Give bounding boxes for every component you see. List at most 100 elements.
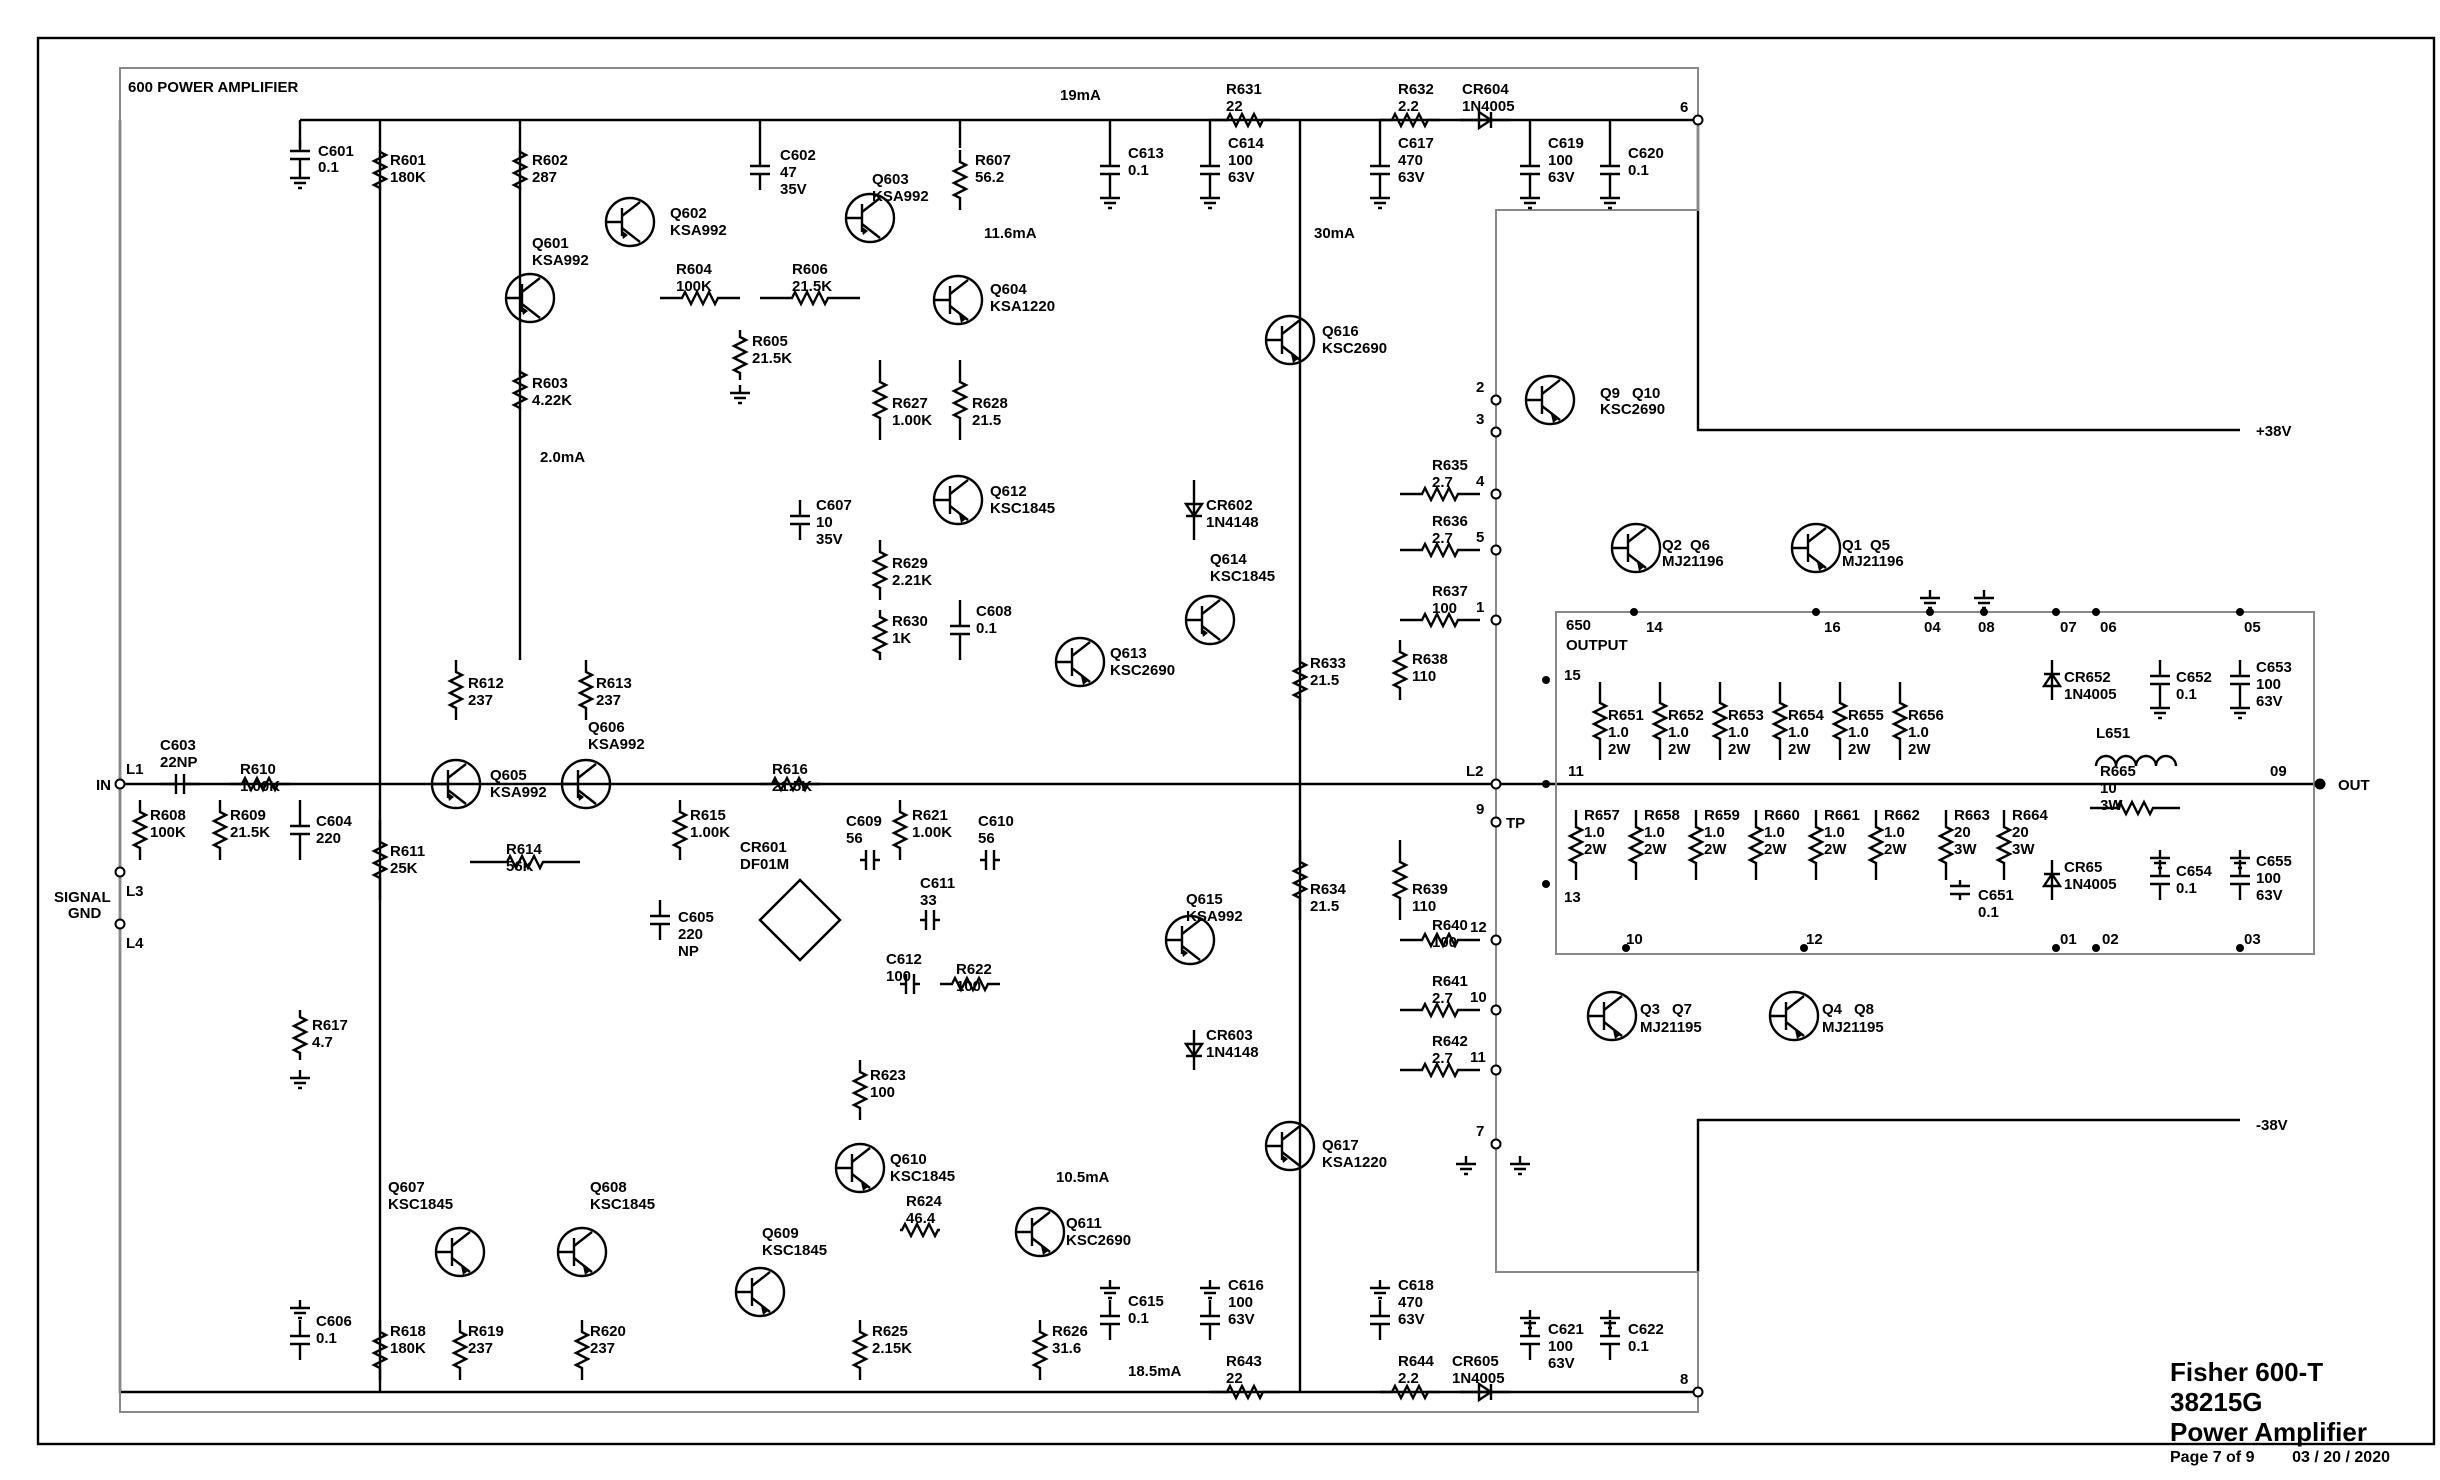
- resistor: [573, 1320, 591, 1380]
- pin-p2: 2: [1476, 379, 1484, 396]
- junction-dot: [1980, 608, 1988, 616]
- capacitor: [980, 850, 1000, 870]
- transistor-body: [846, 197, 881, 239]
- transistor-body: [836, 1147, 871, 1189]
- capacitor: [1370, 150, 1390, 190]
- label-r616: 21.5K: [772, 778, 812, 795]
- transistor-body: [562, 763, 597, 805]
- label-cr602: CR602: [1206, 497, 1253, 514]
- label-r642: R642: [1432, 1033, 1468, 1050]
- label-r658: 2W: [1644, 841, 1667, 858]
- label-q613: Q613: [1110, 645, 1147, 662]
- resistor: [1400, 931, 1480, 949]
- label-cr65: CR65: [2064, 859, 2102, 876]
- pin-o12: 12: [1806, 931, 1823, 948]
- label-r603: 4.22K: [532, 392, 572, 409]
- label-c616: C616: [1228, 1277, 1264, 1294]
- label-q616: Q616: [1322, 323, 1359, 340]
- resistor: [1291, 640, 1309, 720]
- label-c613: C613: [1128, 145, 1164, 162]
- title-block: Fisher 600-T 38215G Power Amplifier Page…: [2170, 1357, 2420, 1469]
- resistor: [511, 150, 529, 190]
- label-r631: R631: [1226, 81, 1262, 98]
- label-c607: 35V: [816, 531, 843, 548]
- label-r653: 2W: [1728, 741, 1751, 758]
- label-c606: 0.1: [316, 1330, 337, 1347]
- terminal: [1692, 1386, 1704, 1398]
- capacitor: [1100, 1300, 1120, 1340]
- resistor: [851, 1060, 869, 1120]
- capacitor: [2150, 860, 2170, 900]
- label-r659: R659: [1704, 807, 1740, 824]
- capacitor: [1100, 150, 1120, 190]
- label-r621: R621: [912, 807, 948, 824]
- label-cr605: 1N4005: [1452, 1370, 1505, 1387]
- label-q614: KSC1845: [1210, 568, 1275, 585]
- label-c610: C610: [978, 813, 1014, 830]
- label-r631: 22: [1226, 98, 1243, 115]
- label-c607: 10: [816, 514, 833, 531]
- label-c651: C651: [1978, 887, 2014, 904]
- resistor: [871, 360, 889, 440]
- capacitor: [1200, 1300, 1220, 1340]
- label-r657: 2W: [1584, 841, 1607, 858]
- label-c608: 0.1: [976, 620, 997, 637]
- label-c603: C603: [160, 737, 196, 754]
- junction-dot: [1542, 880, 1550, 888]
- label-q2m: MJ21196: [1662, 553, 1724, 570]
- label-r656: R656: [1908, 707, 1944, 724]
- diode: [1460, 1381, 1510, 1403]
- ground-symbol: [1100, 190, 1120, 210]
- capacitor: [900, 974, 920, 994]
- resistor: [447, 660, 465, 720]
- resistor: [511, 370, 529, 410]
- label-r608: R608: [150, 807, 186, 824]
- label-cr652: CR652: [2064, 669, 2111, 686]
- diode: [1183, 1030, 1205, 1070]
- label-q601: KSA992: [532, 252, 589, 269]
- emitter-arrow: [521, 306, 528, 315]
- label-q616: KSC2690: [1322, 340, 1387, 357]
- label-c614: 63V: [1228, 169, 1255, 186]
- transistor-body: [606, 201, 641, 243]
- label-r602: 287: [532, 169, 557, 186]
- label-q610: KSC1845: [890, 1168, 955, 1185]
- label-q9: Q9: [1600, 385, 1620, 402]
- emitter-arrow: [959, 314, 966, 323]
- resistor: [470, 853, 580, 871]
- label-c601: C601: [318, 143, 354, 160]
- transistor-body: [1792, 527, 1827, 569]
- label-cr652: 1N4005: [2064, 686, 2117, 703]
- terminal: [1490, 394, 1502, 406]
- amp-block-label: 600 POWER AMPLIFIER: [128, 79, 298, 96]
- label-c619: 63V: [1548, 169, 1575, 186]
- label-q614: Q614: [1210, 551, 1247, 568]
- emitter-arrow: [1613, 1030, 1620, 1039]
- diode: [2041, 660, 2063, 700]
- label-r606: R606: [792, 261, 828, 278]
- pin-pl1: L1: [126, 761, 144, 778]
- label-r655: R655: [1848, 707, 1884, 724]
- capacitor: [1520, 1320, 1540, 1360]
- label-r627: R627: [892, 395, 928, 412]
- capacitor: [290, 800, 310, 860]
- label-q2: Q2: [1662, 537, 1682, 554]
- capacitor: [650, 900, 670, 940]
- resistor: [451, 1320, 469, 1380]
- inductor: [2094, 754, 2178, 767]
- diode: [2041, 860, 2063, 900]
- diode: [1183, 480, 1205, 540]
- label-q5: Q5: [1870, 537, 1890, 554]
- resistor: [671, 800, 689, 860]
- label-q610: Q610: [890, 1151, 927, 1168]
- label-r661: R661: [1824, 807, 1860, 824]
- label-r641: R641: [1432, 973, 1468, 990]
- label-r638: 110: [1412, 668, 1436, 685]
- current-11-6ma: 11.6mA: [984, 225, 1037, 242]
- label-r663: R663: [1954, 807, 1990, 824]
- capacitor: [920, 910, 940, 930]
- label-r665: 10: [2100, 780, 2117, 797]
- label-q601: Q601: [532, 235, 569, 252]
- label-r632: 2.2: [1398, 98, 1419, 115]
